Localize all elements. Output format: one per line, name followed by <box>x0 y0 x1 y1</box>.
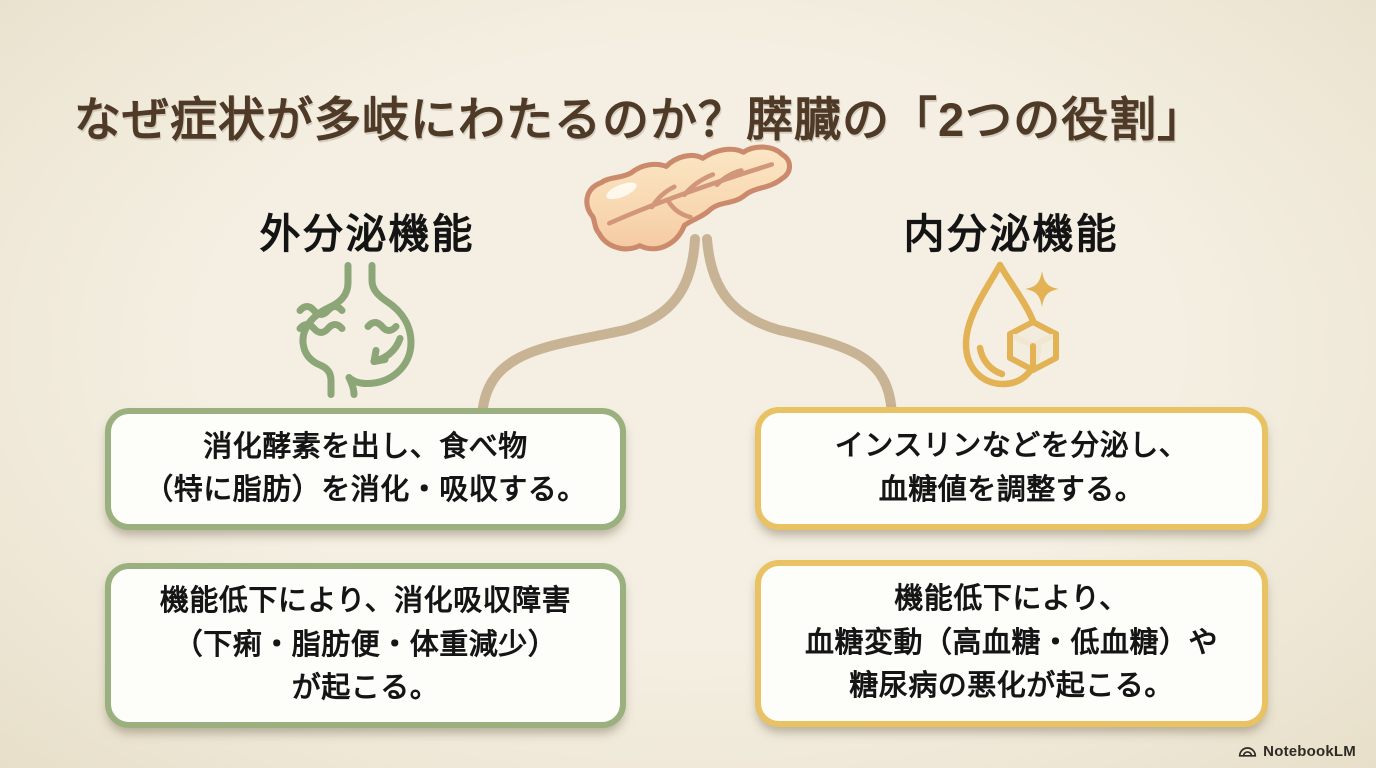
box-text-line: 糖尿病の悪化が起こる。 <box>849 670 1174 703</box>
endocrine-function-box: インスリンなどを分泌し、 血糖値を調整する。 <box>755 407 1268 530</box>
watermark: NotebookLM <box>1238 743 1356 760</box>
page-title: なぜ症状が多岐にわたるのか？膵臓の「2つの役割」 <box>74 93 1206 147</box>
pancreas-illustration <box>578 138 798 270</box>
box-text-line: 機能低下により、 <box>894 583 1129 616</box>
box-text-line: （特に脂肪）を消化・吸収する。 <box>144 474 587 506</box>
sparkle-icon <box>1025 271 1059 307</box>
connector-lines <box>477 234 897 422</box>
box-text-line: 血糖値を調整する。 <box>878 473 1145 506</box>
droplet-sugar-cube-icon <box>958 260 1066 392</box>
duct-branch-connectors <box>430 225 940 425</box>
pancreas-icon <box>584 144 793 252</box>
heading-exocrine: 外分泌機能 <box>259 211 475 257</box>
box-text-line: 血糖変動（高血糖・低血糖）や <box>804 626 1218 659</box>
box-text-line: 機能低下により、消化吸収障害 <box>159 585 572 618</box>
watermark-brand-label: NotebookLM <box>1263 743 1356 760</box>
box-text-line: が起こる。 <box>291 672 440 705</box>
stomach-icon <box>294 262 434 398</box>
box-text-line: （下痢・脂肪便・体重減少） <box>173 628 558 661</box>
box-text-line: インスリンなどを分泌し、 <box>834 430 1189 462</box>
heading-endocrine: 内分泌機能 <box>903 211 1119 257</box>
box-text-line: 消化酵素を出し、食べ物 <box>203 430 528 463</box>
exocrine-dysfunction-box: 機能低下により、消化吸収障害 （下痢・脂肪便・体重減少） が起こる。 <box>105 563 626 728</box>
endocrine-dysfunction-box: 機能低下により、 血糖変動（高血糖・低血糖）や 糖尿病の悪化が起こる。 <box>755 560 1268 727</box>
exocrine-function-box: 消化酵素を出し、食べ物 （特に脂肪）を消化・吸収する。 <box>105 408 626 530</box>
notebooklm-logo-icon <box>1239 747 1257 757</box>
